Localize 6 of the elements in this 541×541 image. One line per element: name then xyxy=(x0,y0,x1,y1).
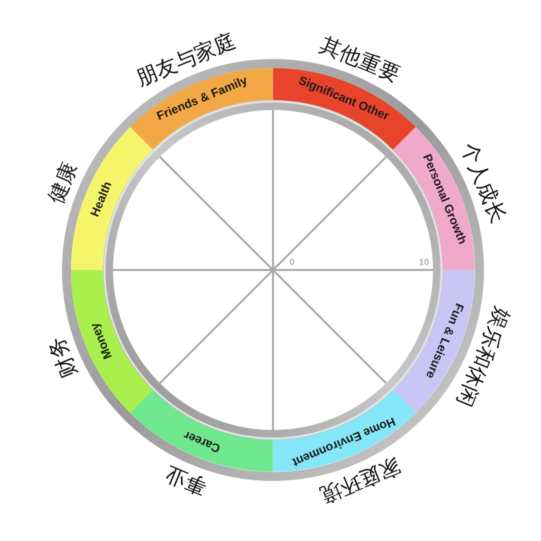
category-label: Career xyxy=(182,428,222,456)
category-caption: 健康 xyxy=(44,159,82,207)
category-caption: 事业 xyxy=(162,461,210,498)
scale-label: 0 xyxy=(290,257,294,267)
category-caption: 财务 xyxy=(44,333,82,381)
scale-label: 10 xyxy=(419,257,429,267)
